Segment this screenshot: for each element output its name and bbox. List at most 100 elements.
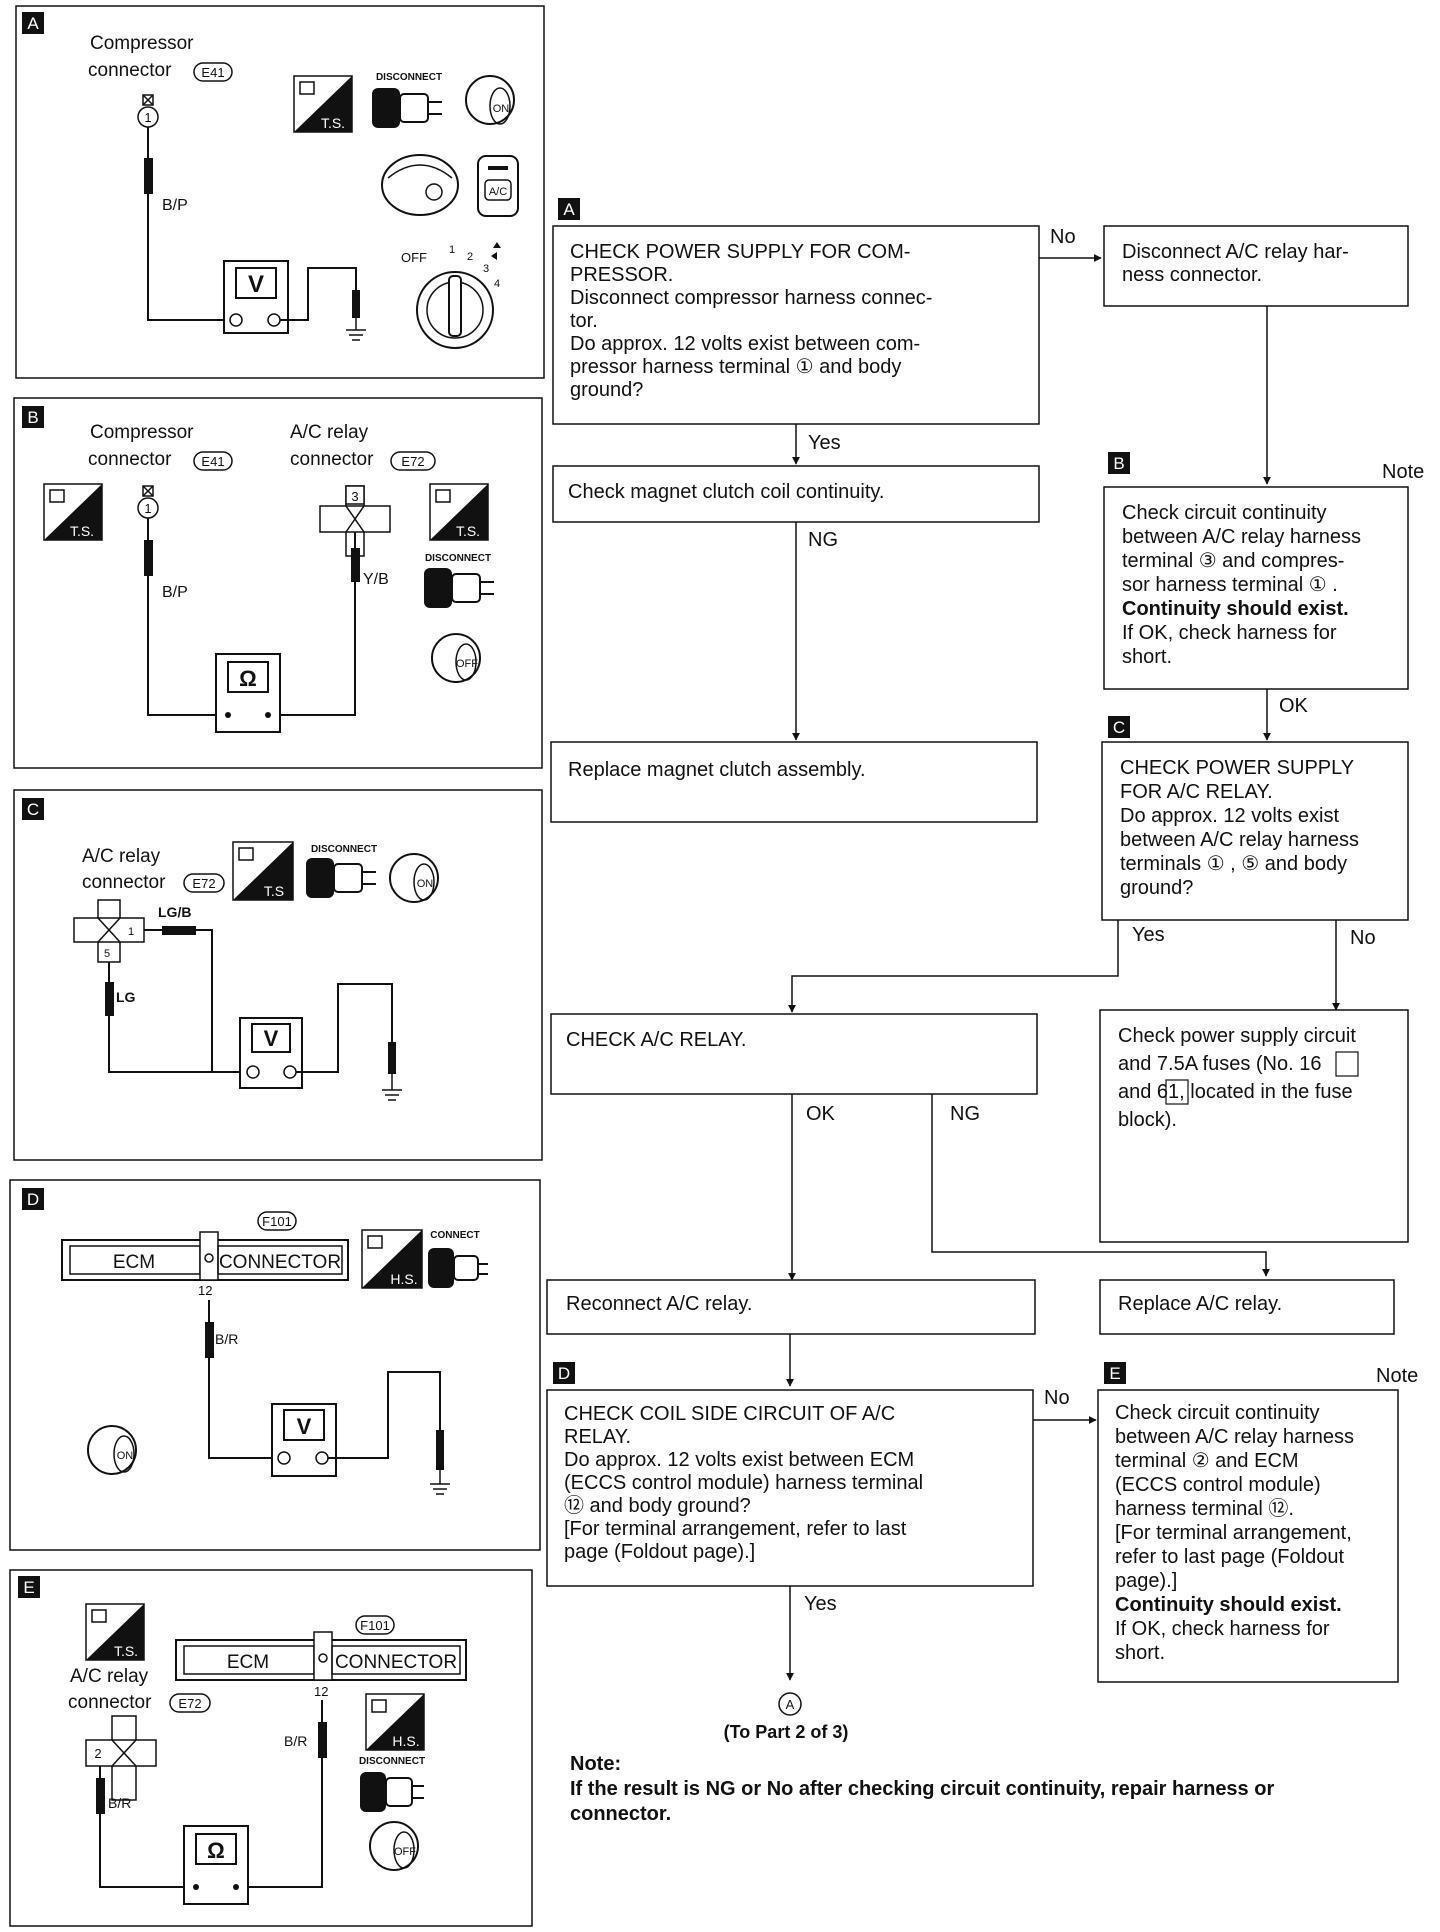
label-ok-1: OK	[1279, 695, 1309, 717]
panel-d-wire: B/R	[215, 1331, 238, 1347]
box-disconnect-relay	[1103, 225, 1409, 307]
panel-e: E T.S. A/C relay connector E72 F101 ECM …	[9, 1569, 533, 1927]
box-magnet-coil-text: Check magnet clutch coil continuity.	[568, 481, 884, 503]
box-check-relay-text: CHECK A/C RELAY.	[566, 1029, 746, 1051]
flow-tag-a: A	[563, 200, 575, 219]
panel-e-hs: H.S.	[392, 1733, 419, 1749]
note-e: Note	[1376, 1365, 1418, 1387]
panel-c-letter: C	[27, 800, 39, 819]
box-coil-side-text: CHECK COIL SIDE CIRCUIT OF A/C RELAY. Do…	[564, 1403, 929, 1563]
box-continuity-b-text: Check circuit continuity between A/C rel…	[1122, 502, 1367, 668]
engine-icon	[381, 154, 459, 216]
panel-e-disconnect: DISCONNECT	[359, 1756, 425, 1767]
circle-a: A	[786, 1697, 795, 1712]
panel-a-connector-label: Compressor	[90, 33, 194, 54]
relay-connector-icon: 3	[319, 485, 391, 557]
panel-c-key: ON	[417, 878, 434, 890]
ecm-connector: ECM CONNECTOR	[175, 1631, 467, 1681]
test-section-icon: T.S.	[85, 1603, 145, 1661]
panel-b-wire-comp: B/P	[162, 584, 188, 601]
box-fuse	[1099, 1009, 1409, 1243]
label-no-2: No	[1350, 927, 1376, 949]
panel-c-relay-label-2: connector	[82, 872, 166, 893]
panel-e-wire-right: B/R	[284, 1733, 307, 1749]
switch-position-1: 1	[449, 244, 455, 256]
relay-connector-icon: 1 5	[73, 899, 145, 963]
note-line-2: connector.	[570, 1803, 671, 1825]
box-replace-clutch-text: Replace magnet clutch assembly.	[568, 759, 866, 781]
panel-d-meter: V	[297, 1414, 312, 1439]
panel-c: C A/C relay connector E72 T.S DISCONNECT…	[13, 789, 543, 1161]
panel-b-relay-label-2: connector	[290, 449, 374, 470]
panel-d-connector: CONNECTOR	[219, 1252, 341, 1273]
label-no-1: No	[1050, 226, 1076, 248]
ignition-key-icon: ON	[389, 853, 439, 903]
label-ng-1: NG	[808, 529, 838, 551]
panel-e-connector: CONNECTOR	[335, 1652, 457, 1673]
disconnect-connector-icon	[360, 1772, 424, 1812]
flow-tag-e: E	[1109, 1364, 1120, 1383]
panel-b-disconnect: DISCONNECT	[425, 553, 491, 564]
panel-e-ts: T.S.	[114, 1643, 138, 1659]
to-part-label: (To Part 2 of 3)	[724, 1722, 849, 1742]
panel-a-wire-label: B/P	[162, 197, 188, 214]
panel-e-relay-label: A/C relay	[70, 1666, 149, 1687]
box-continuity-e	[1097, 1389, 1399, 1683]
panel-e-code: F101	[360, 1618, 390, 1633]
panel-c-ts: T.S	[264, 883, 284, 899]
panel-b-relay-code: E72	[401, 454, 424, 469]
note-line-1: If the result is NG or No after checking…	[570, 1778, 1274, 1800]
harness-side-icon: H.S.	[365, 1693, 425, 1751]
panel-d: D F101 ECM CONNECTOR 12 B/R V H.S.	[9, 1179, 541, 1551]
relay-connector-icon: 2	[85, 1715, 157, 1801]
panel-c-term-1: 1	[128, 926, 134, 938]
switch-position-3: 3	[483, 263, 489, 275]
panel-d-key: ON	[117, 1450, 134, 1462]
panel-e-relay-code: E72	[178, 1696, 201, 1711]
box-power-relay-text: CHECK POWER SUPPLY FOR A/C RELAY. Do app…	[1120, 757, 1365, 899]
panel-e-relay-label-2: connector	[68, 1692, 152, 1713]
panel-e-key: OFF	[394, 1846, 416, 1858]
panel-b-comp-code: E41	[201, 454, 224, 469]
label-ng-2: NG	[950, 1103, 980, 1125]
panel-b-wire-relay: Y/B	[363, 571, 389, 588]
ignition-key-icon: ON	[465, 75, 515, 125]
panel-e-term-2: 2	[94, 1746, 101, 1761]
panel-b-ts-right: T.S.	[456, 523, 480, 539]
note-b: Note	[1382, 461, 1424, 483]
box-replace-relay	[1099, 1279, 1395, 1335]
connect-connector-icon	[428, 1248, 488, 1288]
panel-c-term-5: 5	[104, 948, 110, 960]
panel-d-terminal: 12	[198, 1283, 212, 1298]
box-check-power-text: CHECK POWER SUPPLY FOR COM- PRESSOR. Dis…	[570, 241, 938, 401]
panel-d-code: F101	[262, 1214, 292, 1229]
box-continuity-e-text: Check circuit continuity between A/C rel…	[1115, 1402, 1360, 1664]
panel-a-letter: A	[27, 14, 39, 33]
panel-a: A Compressor connector E41 1 B/P V T.S. …	[15, 5, 545, 379]
panel-c-relay-label: A/C relay	[82, 846, 161, 867]
switch-position-4: 4	[494, 278, 500, 290]
note-title: Note:	[570, 1753, 621, 1775]
panel-e-term-12: 12	[314, 1684, 328, 1699]
box-reconnect	[546, 1279, 1036, 1335]
box-power-relay	[1101, 741, 1409, 921]
panel-d-hs: H.S.	[390, 1271, 417, 1287]
panel-c-meter: V	[264, 1026, 279, 1051]
ignition-key-icon: OFF	[369, 1821, 419, 1871]
panel-e-meter: Ω	[207, 1838, 225, 1863]
box-coil-side	[546, 1389, 1034, 1587]
panel-b: B Compressor connector E41 A/C relay con…	[13, 397, 543, 769]
box-replace-relay-text: Replace A/C relay.	[1118, 1293, 1282, 1315]
panel-d-connect: CONNECT	[430, 1230, 479, 1241]
box-magnet-coil	[552, 465, 1040, 523]
box-reconnect-text: Reconnect A/C relay.	[566, 1293, 752, 1315]
panel-a-terminal: 1	[144, 110, 151, 125]
label-yes-1: Yes	[808, 432, 841, 454]
flowchart: A CHECK POWER SUPPLY FOR COM- PRESSOR. D…	[546, 198, 1424, 1825]
panel-a-disconnect: DISCONNECT	[376, 72, 442, 83]
flow-tag-c: C	[1113, 718, 1125, 737]
panel-a-connector-label-2: connector	[88, 60, 172, 81]
disconnect-connector-icon	[372, 88, 442, 128]
panel-a-ac-button: A/C	[489, 186, 507, 198]
harness-side-icon: H.S.	[361, 1229, 423, 1289]
